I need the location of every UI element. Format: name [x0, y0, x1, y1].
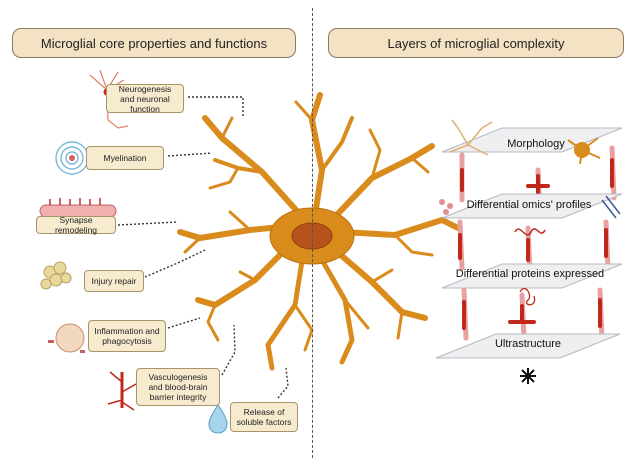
right-panel-title: Layers of microglial complexity	[328, 28, 624, 58]
connector-inflammation	[167, 317, 201, 329]
connector-injury	[144, 249, 206, 278]
droplet-icon	[208, 404, 228, 434]
function-synapse-remodeling: Synapse remodeling	[36, 215, 116, 235]
plane-proteins	[441, 263, 623, 289]
function-vasculogenesis: Vasculogenesis and blood-brain barrier i…	[136, 368, 220, 406]
myelin-sheath-icon	[55, 141, 89, 175]
function-myelination: Myelination	[86, 146, 164, 170]
layer-omics: Differential omics' profiles	[466, 199, 592, 211]
plane-ultrastructure	[435, 333, 621, 359]
connector-release	[277, 367, 289, 399]
connector-vasculogenesis	[221, 324, 236, 376]
microglia-morphology-icon	[449, 119, 493, 156]
dna-helix-icon	[514, 228, 546, 236]
connector-synapse	[117, 221, 179, 226]
phagocyte-icon	[48, 323, 85, 353]
chromosome-icon	[439, 199, 453, 215]
plane-omics	[441, 193, 623, 219]
layer-ultrastructure: Ultrastructure	[494, 338, 562, 350]
blood-vessel-icon	[107, 371, 137, 411]
injury-tissue-icon	[40, 261, 72, 290]
connector-neurogenesis	[188, 96, 244, 118]
function-neurogenesis: Neurogenesis and neuronal function	[106, 84, 184, 114]
left-panel-title: Microglial core properties and functions	[12, 28, 296, 58]
connector-myelination	[167, 152, 213, 157]
vessel-network	[457, 145, 617, 341]
complexity-planes	[435, 127, 623, 359]
microglia-cell-icon	[177, 92, 461, 371]
activated-microglia-icon	[567, 137, 601, 165]
function-release-soluble-factors: Release of soluble factors	[230, 402, 298, 432]
function-injury-repair: Injury repair	[84, 270, 144, 292]
panel-divider	[312, 8, 313, 458]
ultrastructure-icon	[520, 368, 536, 384]
layer-proteins: Differential proteins expressed	[455, 268, 605, 280]
protein-icon	[519, 287, 536, 306]
connector-lines	[117, 96, 289, 399]
function-inflammation: Inflammation and phagocytosis	[88, 320, 166, 352]
layer-morphology: Morphology	[507, 138, 565, 150]
sequencing-icon	[601, 195, 621, 219]
